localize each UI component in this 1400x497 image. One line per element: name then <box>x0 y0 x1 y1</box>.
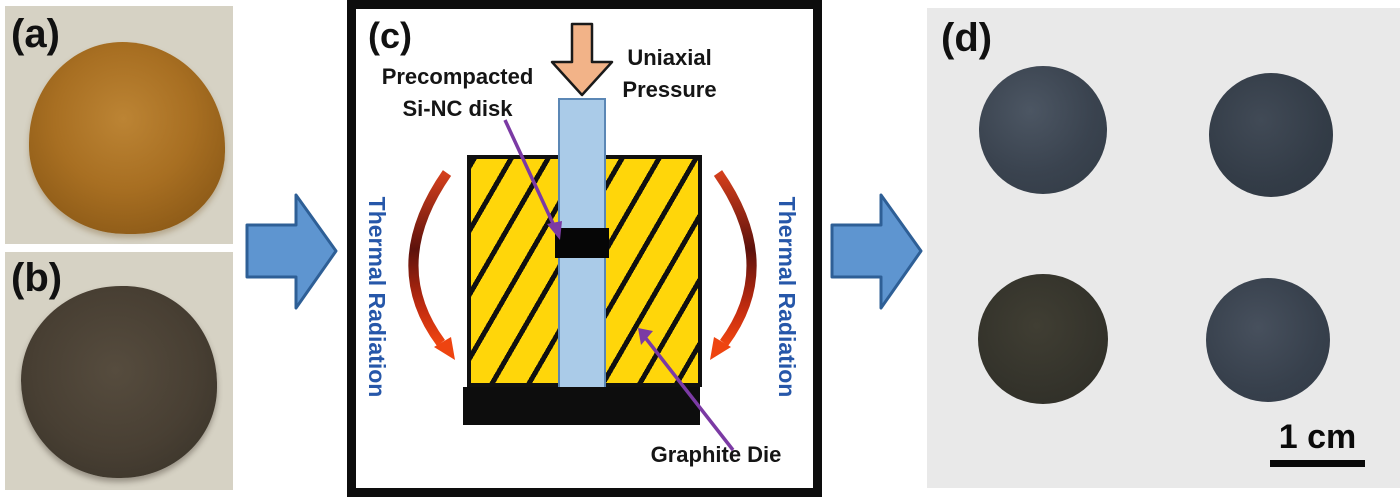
panel-c-label: (c) <box>368 15 412 56</box>
panel-a-photo: (a) <box>5 6 233 244</box>
uniaxial-pressure-line2: Pressure <box>622 76 717 102</box>
powder-b-image <box>21 286 217 478</box>
sintered-disk-bottom-left <box>978 274 1108 404</box>
scale-bar-label: 1 cm <box>1278 418 1357 456</box>
panel-d-photo: (d) 1 cm <box>927 8 1400 488</box>
panel-a-label: (a) <box>11 12 60 56</box>
si-nc-disk <box>555 228 609 258</box>
sintered-disk-top-left <box>979 66 1107 194</box>
panel-d-label: (d) <box>941 16 993 60</box>
thermal-arrow-left-icon <box>408 170 455 360</box>
si-disk-annotation-line1: Precompacted <box>381 64 534 89</box>
panel-b-label: (b) <box>11 256 63 300</box>
uniaxial-pressure-annotation: Uniaxial Pressure <box>612 42 727 106</box>
die-base-block <box>463 387 700 425</box>
thermal-radiation-label-left: Thermal Radiation <box>364 196 390 398</box>
uniaxial-pressure-line1: Uniaxial <box>627 45 712 70</box>
flow-arrow-right-icon-2 <box>830 193 923 310</box>
panel-c-schematic: (c) Precompacted Si-NC disk Uniaxial Pre… <box>347 0 822 497</box>
flow-arrow-right-icon <box>245 193 338 310</box>
thermal-radiation-label-right: Thermal Radiation <box>774 196 800 398</box>
powder-a-image <box>29 42 225 234</box>
panel-b-photo: (b) <box>5 252 233 490</box>
scale-bar <box>1270 460 1365 467</box>
si-disk-annotation: Precompacted Si-NC disk <box>370 61 545 125</box>
pressure-arrow-down-icon <box>550 22 614 97</box>
graphite-die-label: Graphite Die <box>650 442 782 467</box>
thermal-arrow-right-icon <box>710 170 757 360</box>
sintered-disk-bottom-right <box>1206 278 1330 402</box>
si-disk-annotation-line2: Si-NC disk <box>402 95 513 121</box>
sintered-disk-top-right <box>1209 73 1333 197</box>
